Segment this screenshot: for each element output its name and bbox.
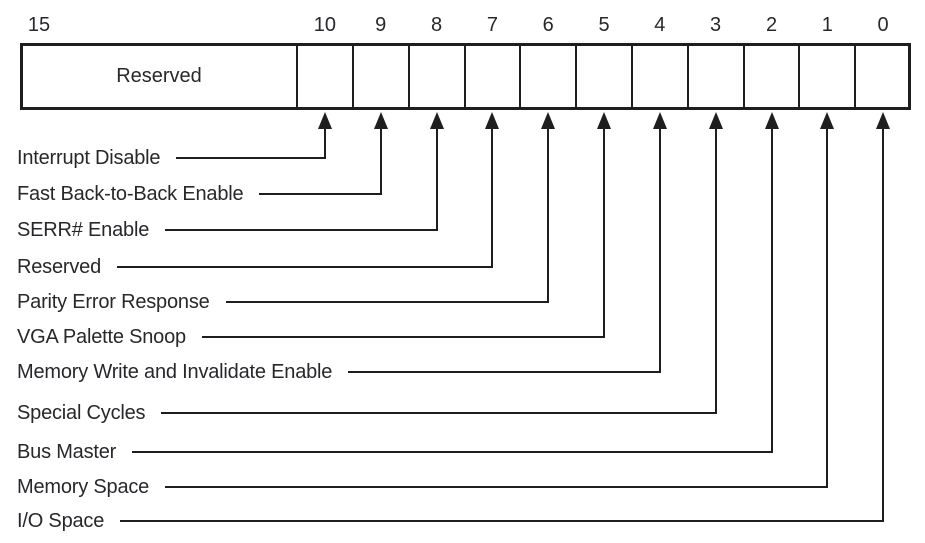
- leader-line: [161, 412, 717, 414]
- field-row: Interrupt Disable: [17, 146, 326, 170]
- bit-number-label: 2: [765, 14, 778, 36]
- field-label: Memory Write and Invalidate Enable: [17, 360, 333, 383]
- leader-line: [201, 336, 605, 338]
- leader-line: [132, 451, 773, 453]
- connector-vertical: [603, 127, 605, 338]
- field-row: Bus Master: [17, 440, 773, 464]
- arrowhead-up-icon: [597, 112, 611, 129]
- bit-cell-separator: [519, 46, 522, 107]
- arrowhead-up-icon: [317, 112, 332, 129]
- leader-line: [259, 193, 382, 195]
- bit-cell-separator: [854, 46, 857, 107]
- field-row: Memory Space: [17, 475, 829, 499]
- bit-cell-separator: [575, 46, 578, 107]
- leader-line: [117, 266, 494, 268]
- field-label: Parity Error Response: [17, 290, 210, 313]
- field-label: Interrupt Disable: [17, 146, 161, 169]
- connector-vertical: [882, 127, 885, 522]
- field-label: Memory Space: [17, 475, 150, 498]
- bit-number-label: 9: [375, 14, 387, 36]
- reserved-field-label: Reserved: [116, 65, 202, 87]
- bit-number-label: 10: [313, 14, 337, 36]
- bit-cell-separator: [686, 46, 689, 107]
- bit-cell-separator: [798, 46, 801, 107]
- field-label: Reserved: [17, 255, 101, 278]
- bit-cell-separator: [742, 46, 745, 107]
- connector-vertical: [826, 127, 829, 488]
- field-row: I/O Space: [17, 509, 885, 533]
- bit-number-label: 6: [542, 14, 554, 36]
- field-row: Reserved: [17, 255, 494, 279]
- bit-cell-separator: [630, 46, 633, 107]
- bit-number-label: 4: [654, 14, 666, 36]
- bit-number-label: 0: [877, 14, 889, 36]
- connector-vertical: [770, 127, 773, 453]
- bit-number-label: 5: [598, 14, 610, 36]
- leader-line: [165, 229, 438, 231]
- bit-cell-separator: [296, 46, 298, 107]
- bit-cell-separator: [351, 46, 354, 107]
- connector-vertical: [491, 127, 494, 268]
- leader-line: [348, 371, 661, 373]
- arrowhead-up-icon: [373, 112, 388, 129]
- field-row: VGA Palette Snoop: [17, 325, 605, 349]
- field-label: VGA Palette Snoop: [17, 325, 186, 348]
- leader-line: [120, 520, 885, 522]
- bit-number-label: 1: [821, 14, 833, 36]
- field-label: SERR# Enable: [17, 218, 150, 241]
- leader-line: [225, 301, 550, 303]
- arrowhead-up-icon: [708, 112, 723, 129]
- arrowhead-up-icon: [429, 112, 444, 129]
- arrowhead-up-icon: [485, 112, 500, 129]
- connector-vertical: [379, 127, 382, 195]
- bit-number-label-msb: 15: [27, 14, 51, 36]
- field-label: Fast Back-to-Back Enable: [17, 182, 244, 205]
- bit-cell-separator: [463, 46, 466, 107]
- field-label: I/O Space: [17, 509, 105, 532]
- connector-vertical: [714, 127, 717, 414]
- connector-vertical: [323, 127, 326, 159]
- field-row: Parity Error Response: [17, 290, 550, 314]
- leader-line: [176, 157, 326, 159]
- connector-vertical: [658, 127, 661, 373]
- field-label: Bus Master: [17, 440, 117, 463]
- arrowhead-up-icon: [541, 112, 556, 129]
- bit-number-label: 7: [486, 14, 498, 36]
- leader-line: [165, 486, 829, 488]
- connector-vertical: [435, 127, 438, 231]
- register-box: [20, 43, 911, 110]
- arrowhead-up-icon: [820, 112, 835, 129]
- field-row: Special Cycles: [17, 401, 717, 425]
- arrowhead-up-icon: [652, 112, 667, 129]
- arrowhead-up-icon: [764, 112, 779, 129]
- field-row: Fast Back-to-Back Enable: [17, 182, 382, 206]
- bit-cell-separator: [407, 46, 410, 107]
- field-row: SERR# Enable: [17, 218, 438, 242]
- arrowhead-up-icon: [876, 112, 891, 129]
- connector-vertical: [547, 127, 550, 303]
- bit-number-label: 3: [710, 14, 722, 36]
- bit-number-label: 8: [430, 14, 443, 36]
- field-row: Memory Write and Invalidate Enable: [17, 360, 661, 384]
- field-label: Special Cycles: [17, 401, 146, 424]
